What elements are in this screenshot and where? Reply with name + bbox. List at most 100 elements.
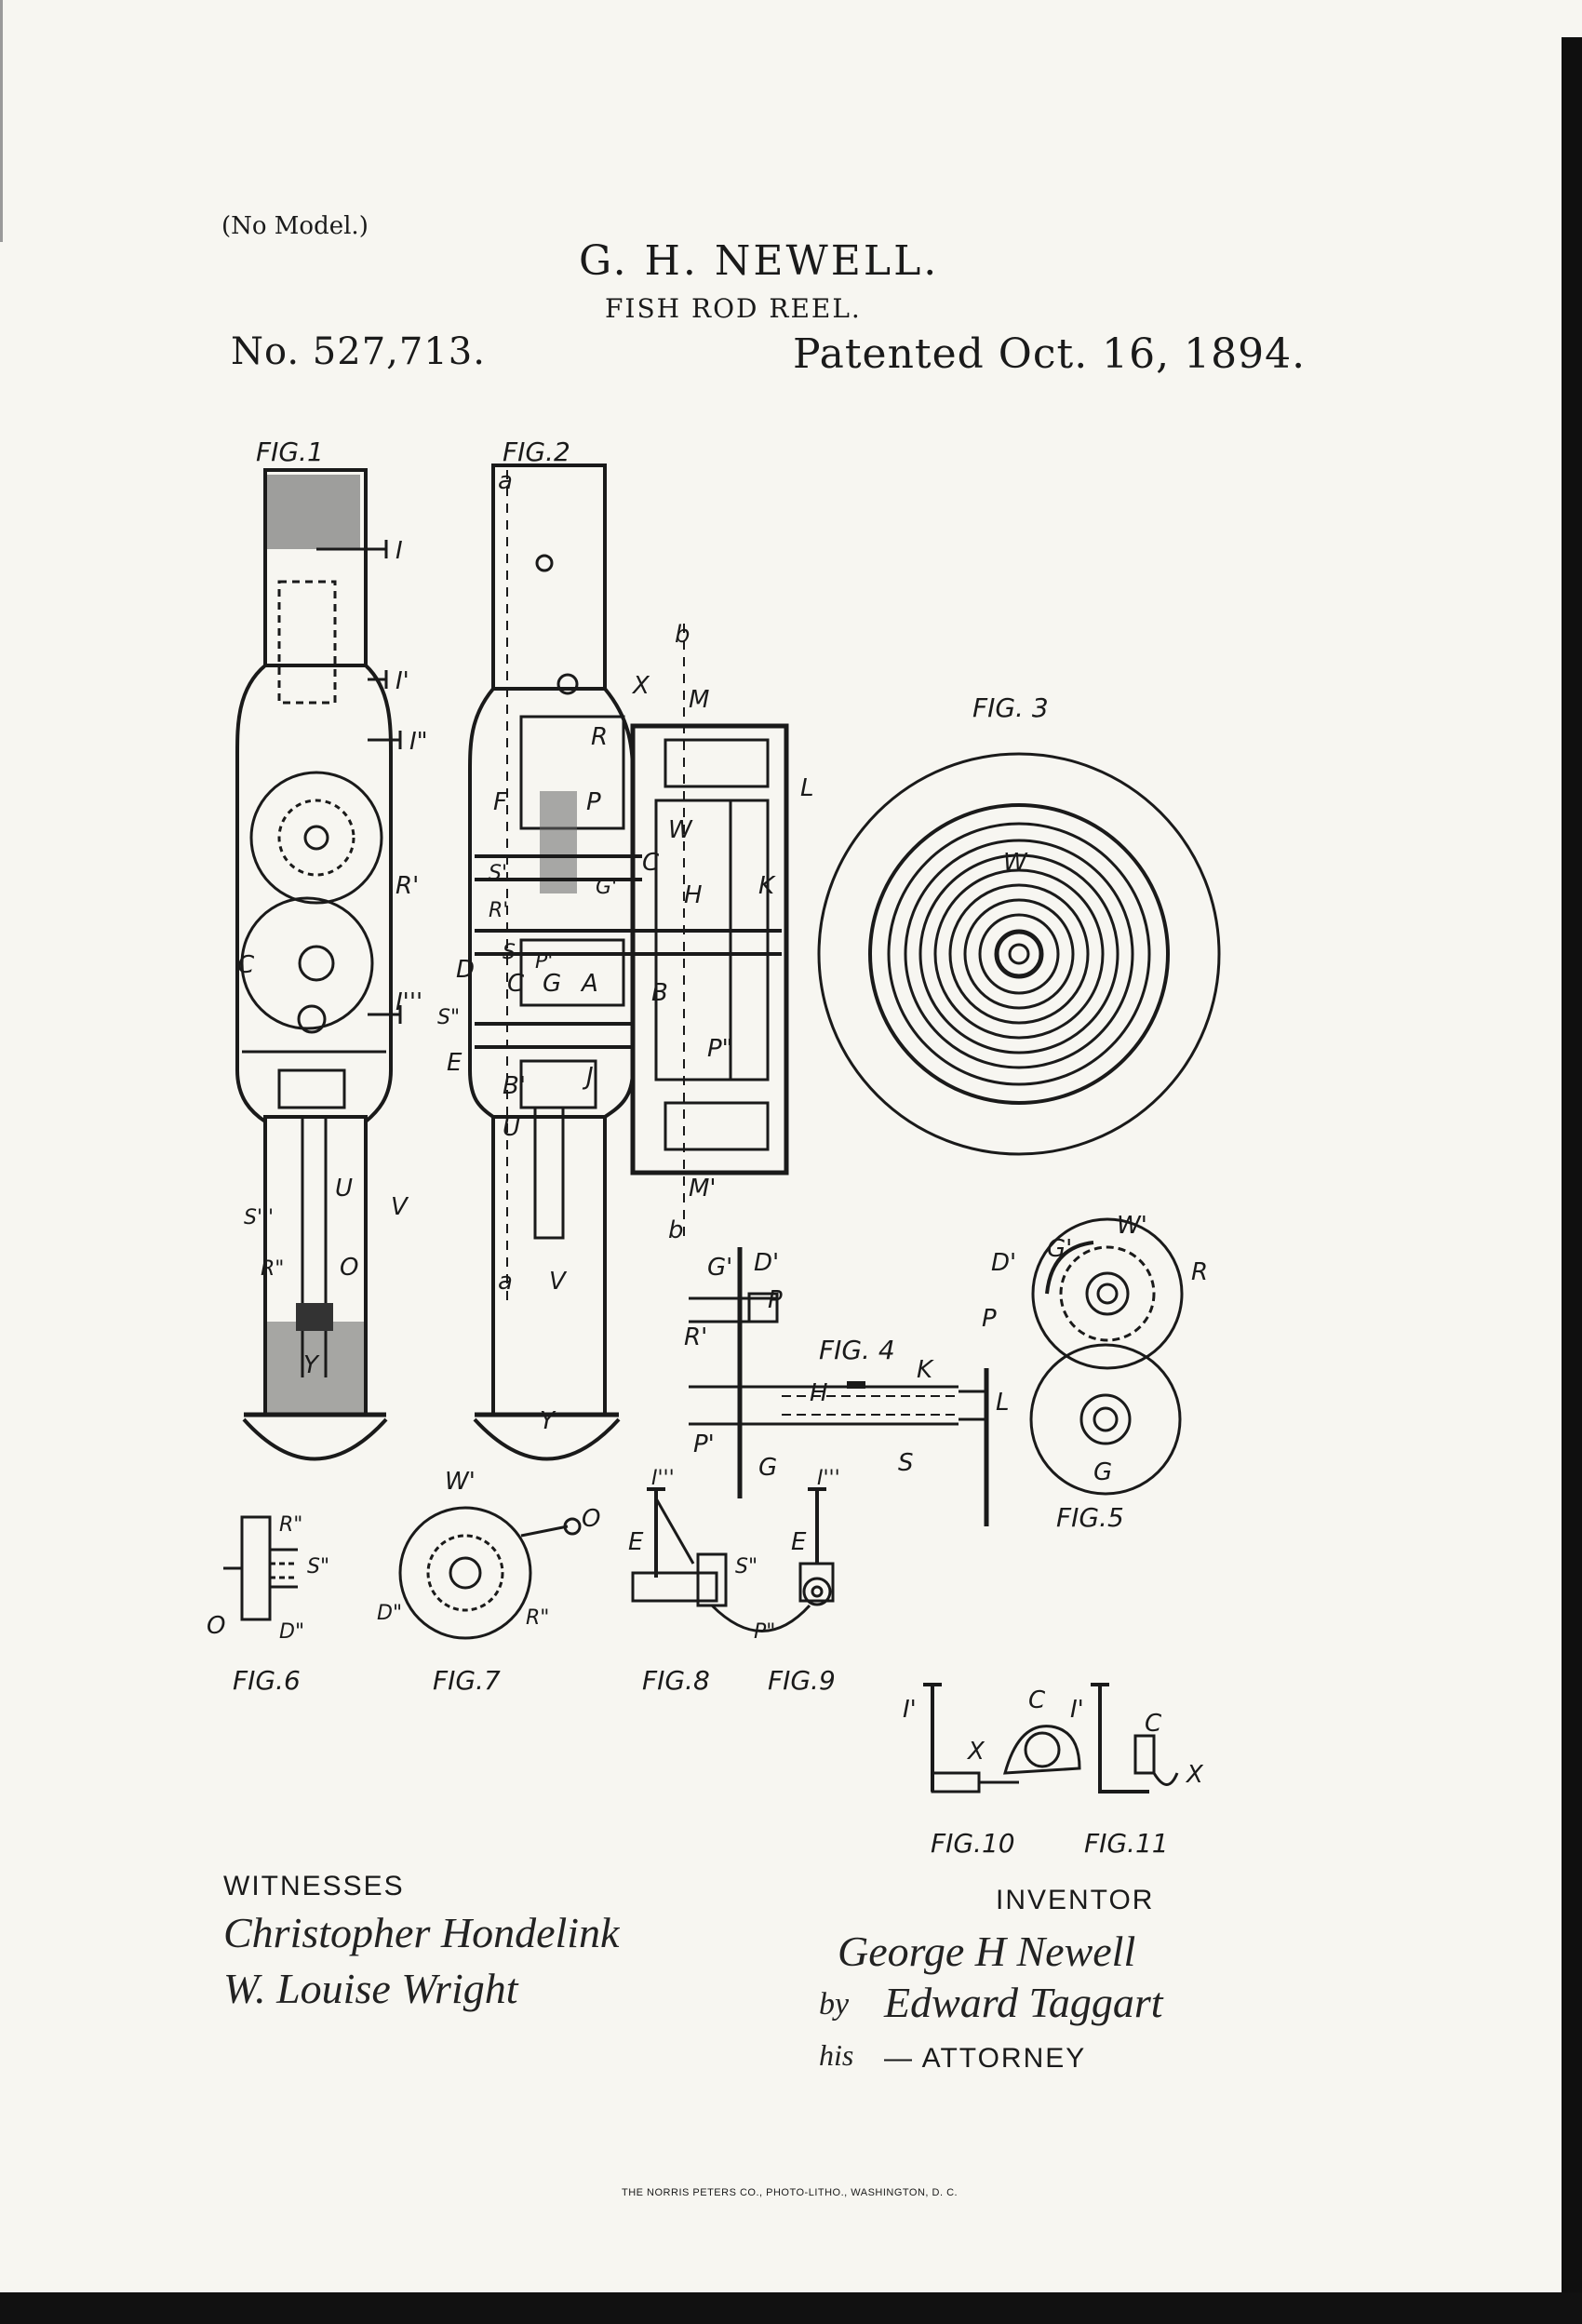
label-D2-fig7: D" [377, 1602, 402, 1625]
label-Y: Y [303, 1351, 320, 1379]
label-P2-fig2: P" [707, 1035, 733, 1063]
label-R2-fig7: R" [526, 1606, 549, 1630]
figure-7: W' O D" R" FIG.7 [377, 1468, 600, 1696]
label-I1: I' [396, 667, 409, 695]
label-R1-fig2: R' [489, 899, 508, 922]
label-I3-fig9: I''' [817, 1467, 840, 1490]
reel-housing: b b M M' L W H K B [630, 621, 814, 1244]
label-b-top: b [675, 621, 690, 649]
label-A: A [580, 970, 598, 998]
label-Y-fig2: Y [540, 1407, 556, 1435]
label-G1-fig4: G' [707, 1254, 732, 1282]
label-S-fig4: S [898, 1449, 914, 1477]
scan-edge-bottom [0, 2292, 1582, 2324]
label-I3-fig8: I''' [651, 1467, 675, 1490]
inventor-signature: George H Newell [838, 1928, 1136, 1975]
label-O-fig7: O [582, 1505, 600, 1533]
fig5-caption: FIG.5 [1056, 1502, 1124, 1533]
label-F: F [493, 788, 508, 816]
attorney-heading: — ATTORNEY [884, 2043, 1087, 2074]
label-I2: I" [409, 728, 428, 756]
scan-edge-right [1562, 37, 1582, 2308]
label-S2-fig6: S" [307, 1555, 329, 1578]
label-S-fig2: S [503, 941, 516, 964]
label-G1-fig2: G' [596, 876, 617, 899]
fig7-caption: FIG.7 [433, 1665, 501, 1696]
witness-signature-1: Christopher Hondelink [223, 1909, 620, 1956]
label-E-fig8: E [628, 1528, 644, 1556]
figure-3: FIG. 3 W [817, 692, 1221, 1156]
label-P1-fig2: P' [535, 950, 553, 974]
label-P-fig5: P [982, 1305, 997, 1333]
label-a-bottom: a [498, 1268, 513, 1296]
label-S3: S''' [244, 1206, 274, 1229]
label-S2-fig8: S" [735, 1555, 757, 1578]
label-D2-fig6: D" [279, 1620, 304, 1644]
label-C-fig10: C [1028, 1686, 1046, 1714]
fig8-caption: FIG.8 [642, 1665, 710, 1696]
label-O: O [340, 1254, 358, 1282]
label-L-fig2: L [800, 774, 814, 802]
fig11-caption: FIG.11 [1084, 1828, 1169, 1859]
label-P1-fig4: P' [693, 1431, 715, 1458]
label-B1: B' [503, 1072, 526, 1100]
fig10-caption: FIG.10 [931, 1828, 1015, 1859]
witness-signature-2: W. Louise Wright [223, 1965, 518, 2012]
label-D-fig2: D [456, 956, 475, 984]
label-a-top: a [498, 467, 513, 495]
label-G-fig5: G [1093, 1458, 1112, 1486]
label-C2-fig2: C [507, 970, 525, 998]
patent-number: No. 527,713. [231, 330, 486, 373]
label-R-fig2: R [591, 723, 608, 751]
label-B: B [651, 979, 668, 1007]
label-P-fig2: P [586, 788, 601, 816]
label-M: M [689, 686, 709, 714]
label-K-fig2: K [758, 872, 776, 900]
label-D1-fig4: D' [754, 1249, 779, 1277]
no-model-note: (No Model.) [221, 212, 369, 240]
figure-9: I''' E FIG.9 [768, 1467, 840, 1696]
fig1-caption: FIG.1 [256, 437, 324, 467]
label-L-fig4: L [996, 1389, 1010, 1417]
label-O-fig6: O [207, 1612, 225, 1640]
label-P-fig4: P [768, 1286, 783, 1314]
label-C: C [237, 951, 255, 979]
figure-4: FIG. 4 G' D' P R' H K L P' G S [684, 1247, 1010, 1526]
fig6-caption: FIG.6 [233, 1665, 301, 1696]
fig3-caption: FIG. 3 [972, 692, 1049, 723]
inventor-heading: INVENTOR [996, 1885, 1155, 1915]
label-I3: I''' [396, 988, 422, 1016]
label-H-fig2: H [684, 881, 703, 909]
label-X-fig11: X [1185, 1761, 1204, 1789]
label-R-fig5: R [1191, 1258, 1208, 1286]
label-E-fig2: E [447, 1049, 463, 1077]
fig4-caption: FIG. 4 [819, 1335, 895, 1365]
label-G1-fig5: G' [1047, 1235, 1072, 1263]
label-K-fig4: K [917, 1356, 934, 1384]
label-H-fig4: H [810, 1379, 828, 1407]
attorney-signature: Edward Taggart [884, 1979, 1163, 2026]
lithographer-imprint: THE NORRIS PETERS CO., PHOTO-LITHO., WAS… [622, 2187, 959, 2198]
label-W-fig2: W [668, 816, 693, 844]
figure-8: I''' E S" P" FIG.8 [628, 1467, 811, 1696]
label-J: J [582, 1063, 594, 1091]
patented-date: Patented Oct. 16, 1894. [793, 330, 1307, 378]
figure-11: I' C X FIG.11 [1070, 1683, 1204, 1859]
label-G-fig2: G [543, 970, 561, 998]
label-W1-fig5: W' [1117, 1212, 1147, 1240]
label-G-fig4: G [758, 1454, 777, 1482]
by-text: by [819, 1987, 850, 2022]
figure-5: D' G' W' R P G FIG.5 [982, 1212, 1208, 1533]
label-I1-fig11: I' [1070, 1696, 1084, 1724]
label-R2: R" [261, 1257, 284, 1281]
figure-6: R" S" O D" FIG.6 [207, 1513, 329, 1696]
label-b-bottom: b [668, 1216, 684, 1244]
label-U: U [335, 1175, 353, 1202]
label-X-fig10: X [966, 1738, 985, 1766]
figure-10: I' C X FIG.10 [903, 1683, 1081, 1859]
figure-1: FIG.1 I I' I" R' C I''' S''' U V R" O Y [235, 437, 428, 1461]
label-D1-fig5: D' [991, 1249, 1016, 1277]
his-text: his [819, 2038, 854, 2072]
label-S2-fig2: S" [437, 1006, 460, 1029]
label-R1: R' [396, 872, 419, 900]
